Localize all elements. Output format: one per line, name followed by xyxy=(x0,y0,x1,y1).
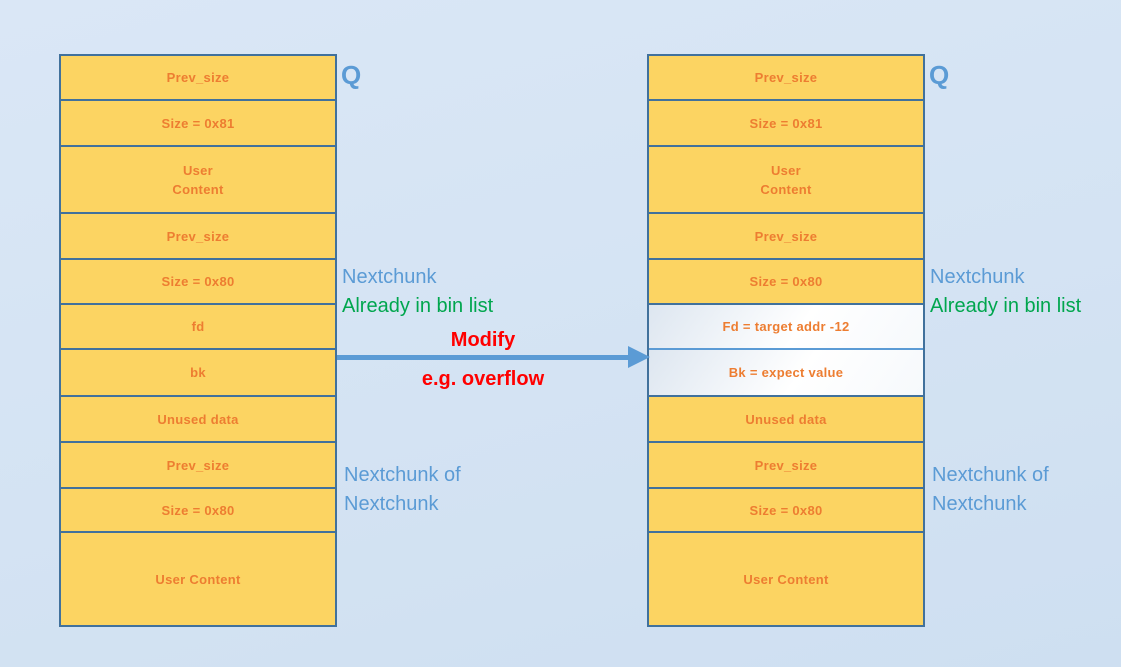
nextchunk-label: Nextchunk xyxy=(930,266,1025,288)
q-marker-left: Q xyxy=(341,60,362,90)
memory-cell: Size = 0x80 xyxy=(61,489,335,533)
q-marker-right: Q xyxy=(929,60,950,90)
memory-cell: User Content xyxy=(649,147,923,214)
memory-cell: User Content xyxy=(61,147,335,214)
memory-cell: bk xyxy=(61,350,335,397)
memory-cell: Prev_size xyxy=(61,443,335,489)
nextchunk-label: Nextchunk xyxy=(342,266,437,288)
memory-cell: Prev_size xyxy=(61,56,335,101)
memory-cell: User Content xyxy=(649,533,923,625)
nextchunk-label: Nextchunk xyxy=(344,493,439,515)
memory-cell: Prev_size xyxy=(649,443,923,489)
memory-cell: Prev_size xyxy=(649,214,923,260)
annotation-nextchunk-of-nextchunk-right: Nextchunk of Nextchunk xyxy=(932,461,1049,519)
memory-cell: Prev_size xyxy=(649,56,923,101)
nextchunk-of-label: Nextchunk of xyxy=(932,464,1049,486)
nextchunk-of-label: Nextchunk of xyxy=(344,464,461,486)
memory-cell: Size = 0x80 xyxy=(61,260,335,305)
memory-cell: User Content xyxy=(61,533,335,625)
already-in-bin-list-label: Already in bin list xyxy=(930,295,1082,317)
memory-cell: fd xyxy=(61,305,335,350)
memory-cell: Size = 0x80 xyxy=(649,489,923,533)
memory-cell: Unused data xyxy=(61,397,335,443)
memory-cell: Bk = expect value xyxy=(649,350,923,397)
memory-cell: Prev_size xyxy=(61,214,335,260)
modify-arrow-shaft xyxy=(337,355,630,360)
modify-label: Modify xyxy=(450,329,516,351)
memory-cell: Unused data xyxy=(649,397,923,443)
memory-cell: Size = 0x81 xyxy=(61,101,335,147)
nextchunk-label: Nextchunk xyxy=(932,493,1027,515)
overflow-label: e.g. overflow xyxy=(421,368,545,390)
annotation-nextchunk-left: Nextchunk Already in bin list xyxy=(342,263,493,321)
memory-cell: Size = 0x80 xyxy=(649,260,923,305)
annotation-nextchunk-of-nextchunk-left: Nextchunk of Nextchunk xyxy=(344,461,461,519)
memory-cell: Size = 0x81 xyxy=(649,101,923,147)
already-in-bin-list-label: Already in bin list xyxy=(342,295,494,317)
annotation-nextchunk-right: Nextchunk Already in bin list xyxy=(930,263,1081,321)
memory-cell: Fd = target addr -12 xyxy=(649,305,923,350)
modify-arrow-head-icon xyxy=(628,346,650,368)
